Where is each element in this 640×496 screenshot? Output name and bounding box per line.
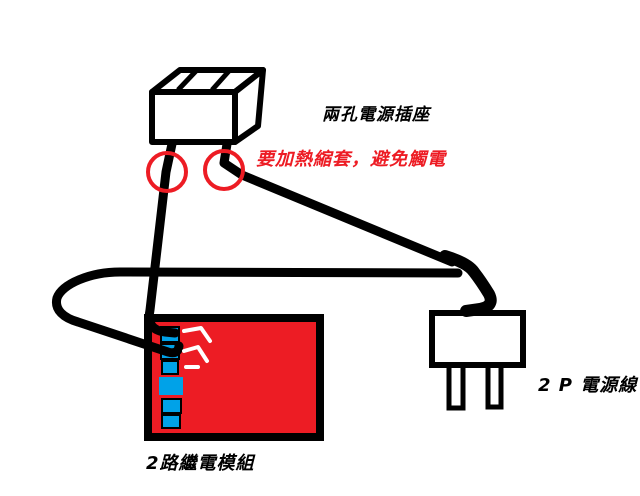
heat-shrink-circle-right [203, 149, 245, 191]
socket-top-divider-1 [176, 69, 198, 92]
relay-white-marks [182, 326, 212, 369]
power-cord-label: 2 P 電源線 [538, 375, 638, 396]
socket-front-face [149, 89, 238, 145]
wire-socket-to-plug-diagonal [219, 139, 457, 267]
plug-body [429, 310, 526, 368]
relay-module-label: 2路繼電模組 [146, 453, 255, 474]
relay-terminal-6 [161, 414, 181, 429]
wire-socket-to-relay [144, 139, 180, 338]
relay-mark-1 [182, 326, 212, 343]
plug-prong-left [446, 362, 466, 411]
wire-loop-to-relay [52, 267, 463, 358]
relay-terminal-3 [161, 360, 179, 375]
heat-shrink-circle-left [146, 151, 188, 193]
wires [52, 139, 497, 358]
wire-into-plug [439, 250, 497, 317]
socket-top-divider-2 [210, 69, 231, 92]
relay-terminal-5 [161, 398, 182, 414]
heat-shrink-warning-label: 要加熱縮套，避免觸電 [256, 149, 446, 170]
relay-terminal-4 [159, 377, 183, 395]
relay-mark-2 [182, 345, 209, 363]
power-socket [149, 67, 266, 145]
socket-label: 兩孔電源插座 [322, 105, 430, 125]
plug-prong-right [485, 362, 504, 410]
power-plug [429, 310, 526, 411]
